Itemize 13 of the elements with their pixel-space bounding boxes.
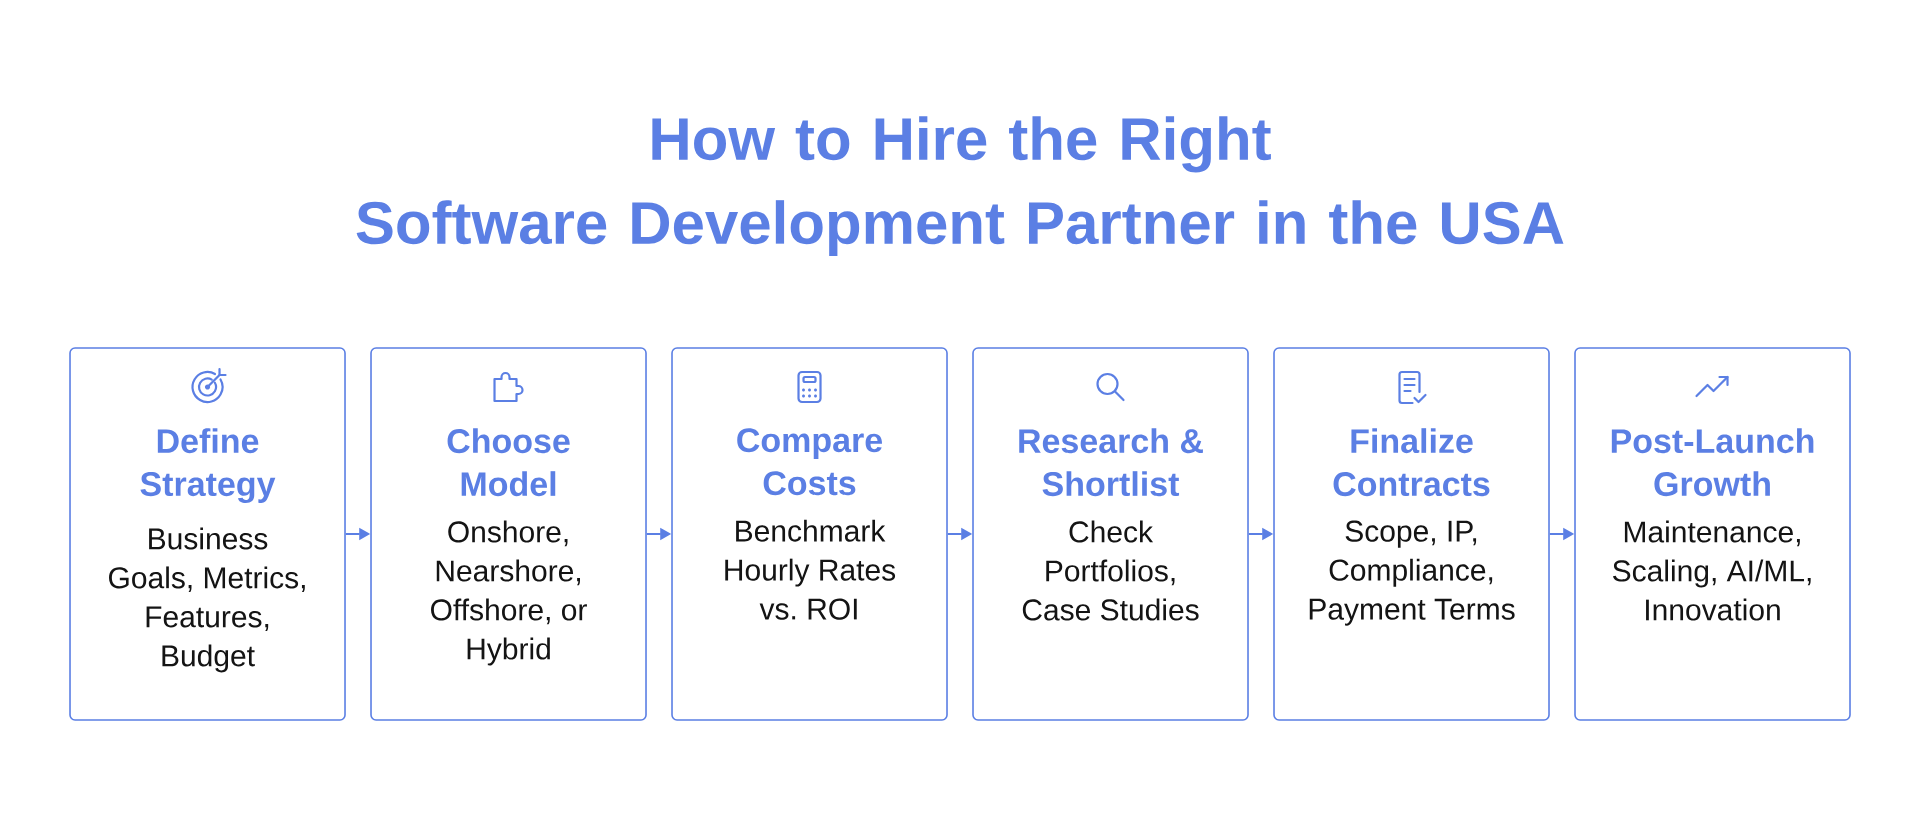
step-title: Post-Launch Growth: [1611, 428, 1814, 497]
step-title: Define Strategy: [140, 428, 276, 504]
step-title: Finalize Contracts: [1333, 428, 1490, 497]
step-description: Check Portfolios, Case Studies: [1022, 520, 1199, 621]
step-description: Business Goals, Metrics, Features, Budget: [109, 527, 305, 673]
title: How to Hire the Right Software Development Partner in the USA: [356, 116, 1564, 257]
step-description: Scope, IP, Compliance, Payment Terms: [1309, 520, 1515, 626]
step-description: Maintenance, Scaling, AI/ML, Innovation: [1613, 520, 1811, 621]
step-title: Research & Shortlist: [1019, 428, 1203, 497]
step-title: Compare Costs: [737, 428, 883, 496]
step-description: Onshore, Nearshore, Offshore, or Hybrid: [431, 520, 587, 666]
step-title: Choose Model: [447, 428, 570, 497]
step-description: Benchmark Hourly Rates vs. ROI: [725, 519, 896, 620]
